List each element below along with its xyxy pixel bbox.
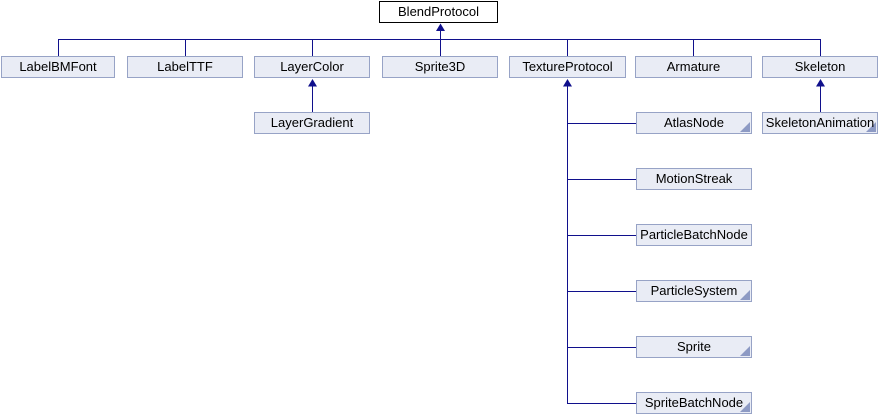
class-node-spritebatchnode[interactable]: SpriteBatchNode <box>636 392 752 414</box>
class-node-armature[interactable]: Armature <box>635 56 752 78</box>
class-node-label: TextureProtocol <box>522 59 613 74</box>
class-node-label: LayerColor <box>280 59 344 74</box>
class-node-layercolor[interactable]: LayerColor <box>254 56 370 78</box>
arrowhead-to-blendprotocol <box>436 23 445 31</box>
class-node-label: Sprite3D <box>414 59 466 74</box>
class-node-blendprotocol[interactable]: BlendProtocol <box>379 1 498 23</box>
subclasses-fold-icon <box>740 290 750 300</box>
subclasses-fold-icon <box>740 402 750 412</box>
class-node-label: Sprite <box>677 339 711 354</box>
subclasses-fold-icon <box>866 122 876 132</box>
class-node-textureprotocol[interactable]: TextureProtocol <box>509 56 626 78</box>
class-node-label: Armature <box>666 59 721 74</box>
class-node-label: ParticleSystem <box>650 283 738 298</box>
subclasses-fold-icon <box>740 346 750 356</box>
class-node-label: BlendProtocol <box>398 4 479 19</box>
class-node-label: LabelBMFont <box>19 59 97 74</box>
class-node-motionstreak[interactable]: MotionStreak <box>636 168 752 190</box>
class-node-label: ParticleBatchNode <box>640 227 748 242</box>
arrowhead-to-skeleton <box>816 79 825 87</box>
class-node-skeleton[interactable]: Skeleton <box>762 56 878 78</box>
class-node-sprite[interactable]: Sprite <box>636 336 752 358</box>
class-node-skeletonanimation[interactable]: SkeletonAnimation <box>762 112 878 134</box>
arrowhead-to-layercolor <box>308 79 317 87</box>
class-node-label: MotionStreak <box>655 171 733 186</box>
class-node-label: SkeletonAnimation <box>765 115 875 130</box>
class-node-layergradient[interactable]: LayerGradient <box>254 112 370 134</box>
class-node-label: Skeleton <box>794 59 846 74</box>
class-node-label: SpriteBatchNode <box>644 395 744 410</box>
class-node-particlebatchnode[interactable]: ParticleBatchNode <box>636 224 752 246</box>
class-node-atlasnode[interactable]: AtlasNode <box>636 112 752 134</box>
class-node-label: AtlasNode <box>664 115 724 130</box>
class-node-particlesystem[interactable]: ParticleSystem <box>636 280 752 302</box>
class-node-sprite3d[interactable]: Sprite3D <box>382 56 498 78</box>
class-node-label: LayerGradient <box>270 115 354 130</box>
arrowhead-to-textureprotocol <box>563 79 572 87</box>
class-node-label: LabelTTF <box>157 59 213 74</box>
class-node-labelttf[interactable]: LabelTTF <box>127 56 243 78</box>
subclasses-fold-icon <box>740 122 750 132</box>
class-node-labelbmfont[interactable]: LabelBMFont <box>1 56 115 78</box>
